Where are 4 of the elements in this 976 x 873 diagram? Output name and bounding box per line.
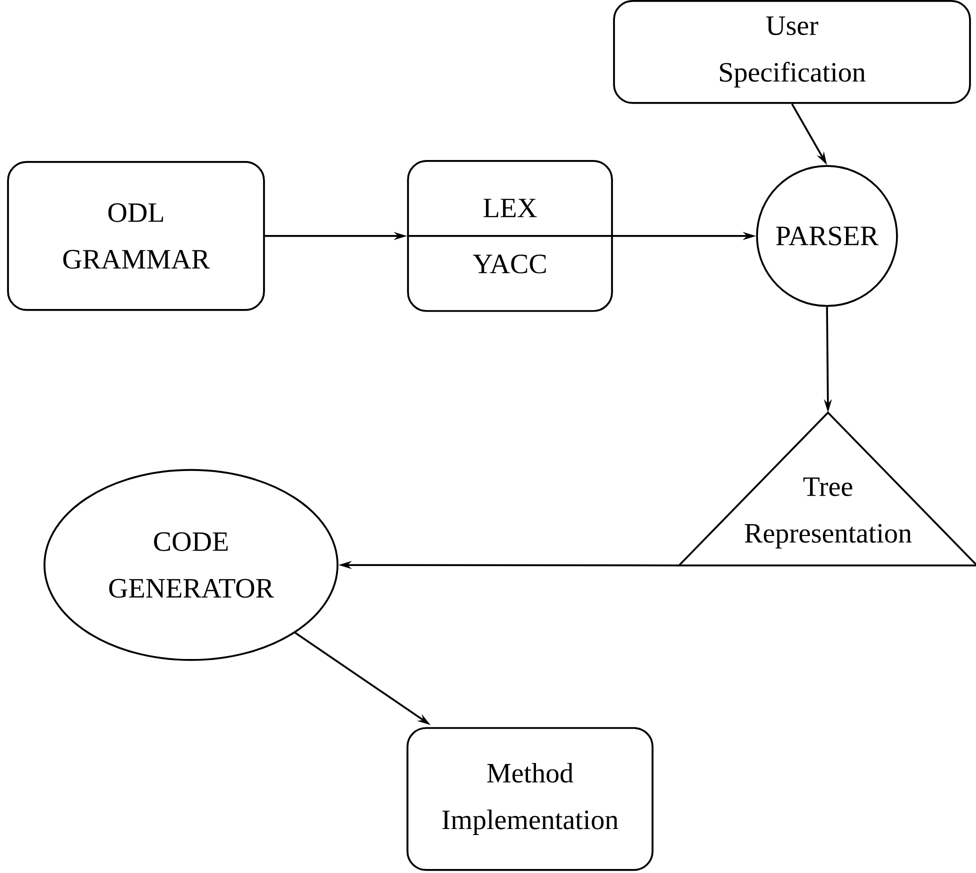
process-box: Method Implementation	[406, 727, 654, 871]
process-box: LEX YACC	[407, 160, 613, 312]
process-box: User Specification	[613, 0, 971, 104]
process-box: ODL GRAMMAR	[7, 161, 265, 311]
